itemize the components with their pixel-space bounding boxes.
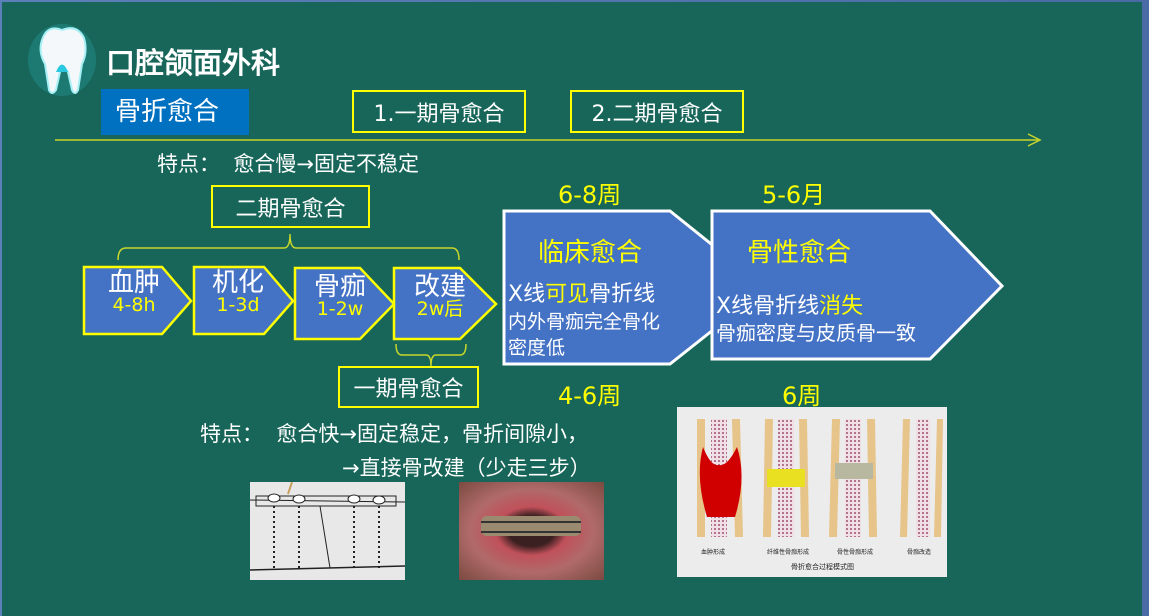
- chevron-2: [192, 265, 295, 336]
- stage-name: 骨痂: [313, 272, 366, 302]
- secondary-healing-box: 二期骨愈合: [211, 185, 370, 228]
- stage-name: 机化: [211, 268, 264, 298]
- stage-time: 1-2w: [316, 298, 364, 320]
- bony-time-top: 5-6月: [762, 181, 826, 209]
- bony-healing-shape: [710, 209, 1005, 361]
- clinical-time-top: 6-8周: [558, 181, 622, 209]
- stage-chevrons: [82, 265, 498, 341]
- fracture-healing-diagram: 血肿形成 纤维性骨痂形成 骨性骨痂形成 骨痂改造 骨折愈合过程模式图: [677, 407, 947, 577]
- primary-healing-box: 一期骨愈合: [338, 366, 479, 408]
- stage-time: 2w后: [416, 298, 464, 320]
- primary-feature-line1: 特点： 愈合快→固定稳定，骨折间隙小，: [200, 422, 588, 446]
- clinical-line2: 内外骨痂完全骨化: [508, 311, 661, 333]
- stage-hematoma: [697, 419, 743, 537]
- chevron-3: [293, 266, 396, 341]
- diagram-caption: 骨折愈合过程模式图: [791, 563, 854, 571]
- diagram-label: 骨性骨痂形成: [837, 549, 874, 556]
- diagram-label: 血肿形成: [701, 549, 726, 556]
- bottom-brace: [395, 343, 467, 367]
- clinical-line1: X线可见骨折线: [508, 282, 656, 307]
- primary-feature-line2: →直接骨改建（少走三步）: [342, 456, 591, 480]
- chevron-1: [82, 265, 193, 336]
- stage-remodeling: [900, 419, 943, 537]
- intermaxillary-fixation-photo: [459, 482, 604, 580]
- timeline-arrowhead: [1027, 133, 1042, 147]
- diagram-label: 纤维性骨痂形成: [767, 549, 810, 556]
- stage-time: 1-3d: [216, 294, 260, 316]
- clinical-title: 临床愈合: [538, 238, 643, 268]
- chevron-4: [392, 266, 498, 341]
- top-brace: [117, 233, 460, 261]
- stage-bony-callus: [829, 419, 877, 537]
- bony-line2: 骨痂密度与皮质骨一致: [716, 321, 916, 345]
- tooth-icon: [28, 24, 96, 96]
- tab-secondary-healing[interactable]: 2.二期骨愈合: [570, 90, 744, 133]
- stage-name: 血肿: [107, 268, 160, 298]
- topic-label: 骨折愈合: [101, 89, 249, 135]
- bony-time-bottom: 6周: [782, 382, 822, 410]
- secondary-feature-text: 特点： 愈合慢→固定不稳定: [157, 152, 419, 176]
- bony-title: 骨性愈合: [747, 238, 852, 268]
- stage-time: 4-8h: [112, 294, 156, 316]
- stage-name: 改建: [413, 272, 466, 302]
- stage-fibrous-callus: [763, 419, 809, 537]
- diagram-label: 骨痂改造: [907, 549, 932, 556]
- clinical-time-bottom: 4-6周: [558, 382, 622, 410]
- tab-primary-healing[interactable]: 1.一期骨愈合: [352, 90, 526, 133]
- clinical-line3: 密度低: [508, 337, 566, 359]
- app-title: 口腔颌面外科: [106, 46, 281, 80]
- plate-fixation-drawing: [250, 482, 405, 580]
- bony-line1: X线骨折线消失: [716, 294, 864, 319]
